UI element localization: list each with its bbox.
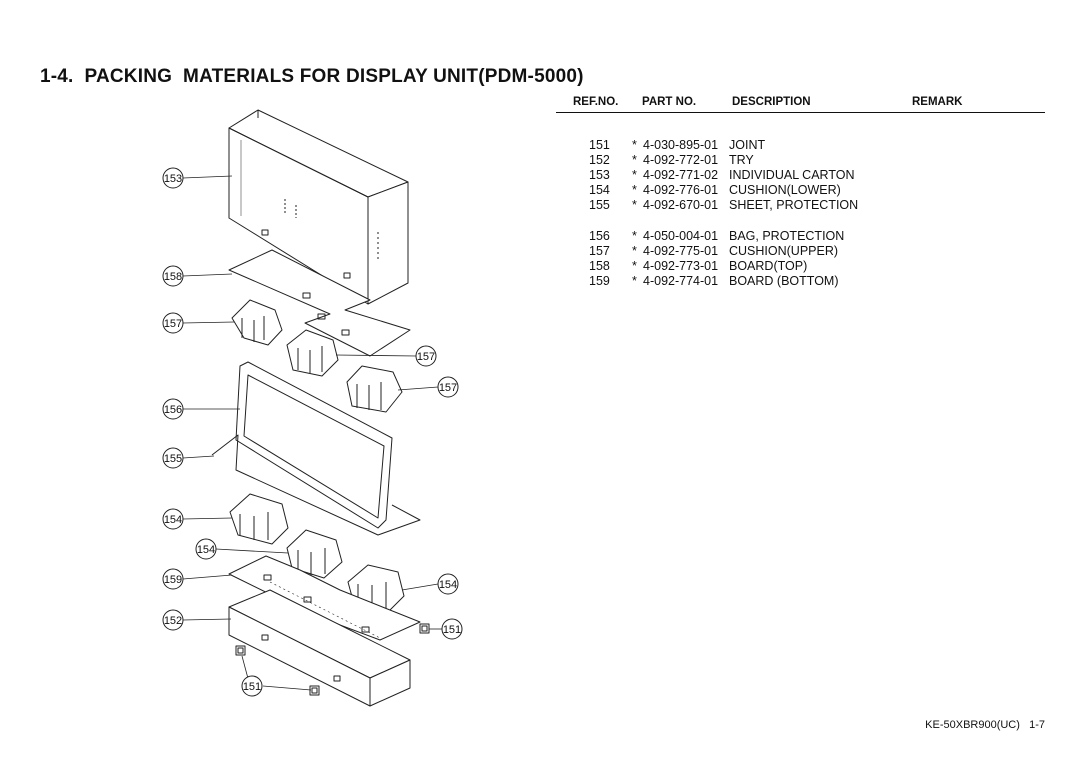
carton-drawing	[228, 109, 409, 305]
part-no: 4-030-895-01	[643, 138, 719, 152]
ref-no: 156	[589, 229, 610, 243]
callout-153: 153	[162, 167, 184, 189]
ref-no: 151	[589, 138, 610, 152]
footer-model: KE-50XBR900(UC)	[925, 719, 1020, 731]
ref-no: 158	[589, 259, 610, 273]
callout-text: 155	[164, 453, 182, 465]
ref-no: 155	[589, 198, 610, 212]
bag-drawing	[235, 361, 393, 529]
callout-text: 152	[164, 615, 182, 627]
description: SHEET, PROTECTION	[729, 198, 859, 212]
part-no: 4-050-004-01	[643, 229, 719, 243]
callout-text: 151	[243, 681, 261, 693]
ref-no: 153	[589, 168, 610, 182]
part-no: 4-092-771-02	[643, 168, 719, 182]
callout-151-a: 151	[441, 618, 463, 640]
callout-text: 159	[164, 574, 182, 586]
page-title: 1-4. PACKING MATERIALS FOR DISPLAY UNIT(…	[40, 66, 584, 87]
description: TRY	[729, 153, 754, 167]
asterisk-mark: *	[632, 198, 637, 212]
callout-157-c: 157	[437, 376, 459, 398]
part-no: 4-092-773-01	[643, 259, 719, 273]
ref-no: 152	[589, 153, 610, 167]
joint-drawing	[235, 623, 430, 696]
header-description: DESCRIPTION	[732, 96, 811, 108]
description: BOARD(TOP)	[729, 259, 808, 273]
callout-text: 156	[164, 404, 182, 416]
asterisk-mark: *	[632, 259, 637, 273]
leader-lines	[182, 175, 442, 691]
tray-drawing	[228, 589, 411, 707]
callout-152: 152	[162, 609, 184, 631]
part-no: 4-092-772-01	[643, 153, 719, 167]
cushion-upper-drawing	[231, 299, 403, 413]
header-part-no: PART NO.	[642, 96, 697, 108]
callout-156: 156	[162, 398, 184, 420]
callout-157-a: 157	[162, 312, 184, 334]
ref-no: 159	[589, 274, 610, 288]
callout-154-c: 154	[437, 573, 459, 595]
description: BAG, PROTECTION	[729, 229, 845, 243]
description: BOARD (BOTTOM)	[729, 274, 839, 288]
description: CUSHION(UPPER)	[729, 244, 839, 258]
asterisk-mark: *	[632, 168, 637, 182]
callout-text: 154	[164, 514, 182, 526]
callout-158: 158	[162, 265, 184, 287]
part-no: 4-092-775-01	[643, 244, 719, 258]
header-ref-no: REF.NO.	[573, 96, 619, 108]
callout-text: 154	[439, 579, 457, 591]
asterisk-mark: *	[632, 183, 637, 197]
asterisk-mark: *	[632, 138, 637, 152]
sheet-drawing	[211, 434, 421, 536]
callout-text: 154	[197, 544, 215, 556]
callout-154-a: 154	[162, 508, 184, 530]
asterisk-mark: *	[632, 229, 637, 243]
callout-159: 159	[162, 568, 184, 590]
callout-151-b: 151	[241, 675, 263, 697]
callout-labels: 153 158 157 157 157 156 155 154	[162, 167, 463, 697]
part-no: 4-092-774-01	[643, 274, 719, 288]
part-no: 4-092-670-01	[643, 198, 719, 212]
description: CUSHION(LOWER)	[729, 183, 841, 197]
ref-no: 157	[589, 244, 610, 258]
ref-no: 154	[589, 183, 610, 197]
callout-155: 155	[162, 447, 184, 469]
footer-page-number: 1-7	[1029, 719, 1045, 731]
page-footer: KE-50XBR900(UC) 1-7	[925, 719, 1045, 731]
header-rule	[556, 112, 1045, 113]
callout-text: 157	[439, 382, 457, 394]
callout-text: 157	[417, 351, 435, 363]
callout-text: 153	[164, 173, 182, 185]
description: INDIVIDUAL CARTON	[729, 168, 855, 182]
callout-154-b: 154	[195, 538, 217, 560]
callout-157-b: 157	[415, 345, 437, 367]
board-top-drawing	[228, 249, 411, 357]
asterisk-mark: *	[632, 153, 637, 167]
header-remark: REMARK	[912, 96, 963, 108]
asterisk-mark: *	[632, 274, 637, 288]
callout-text: 151	[443, 624, 461, 636]
asterisk-mark: *	[632, 244, 637, 258]
part-no: 4-092-776-01	[643, 183, 719, 197]
description: JOINT	[729, 138, 766, 152]
callout-text: 158	[164, 271, 182, 283]
callout-text: 157	[164, 318, 182, 330]
